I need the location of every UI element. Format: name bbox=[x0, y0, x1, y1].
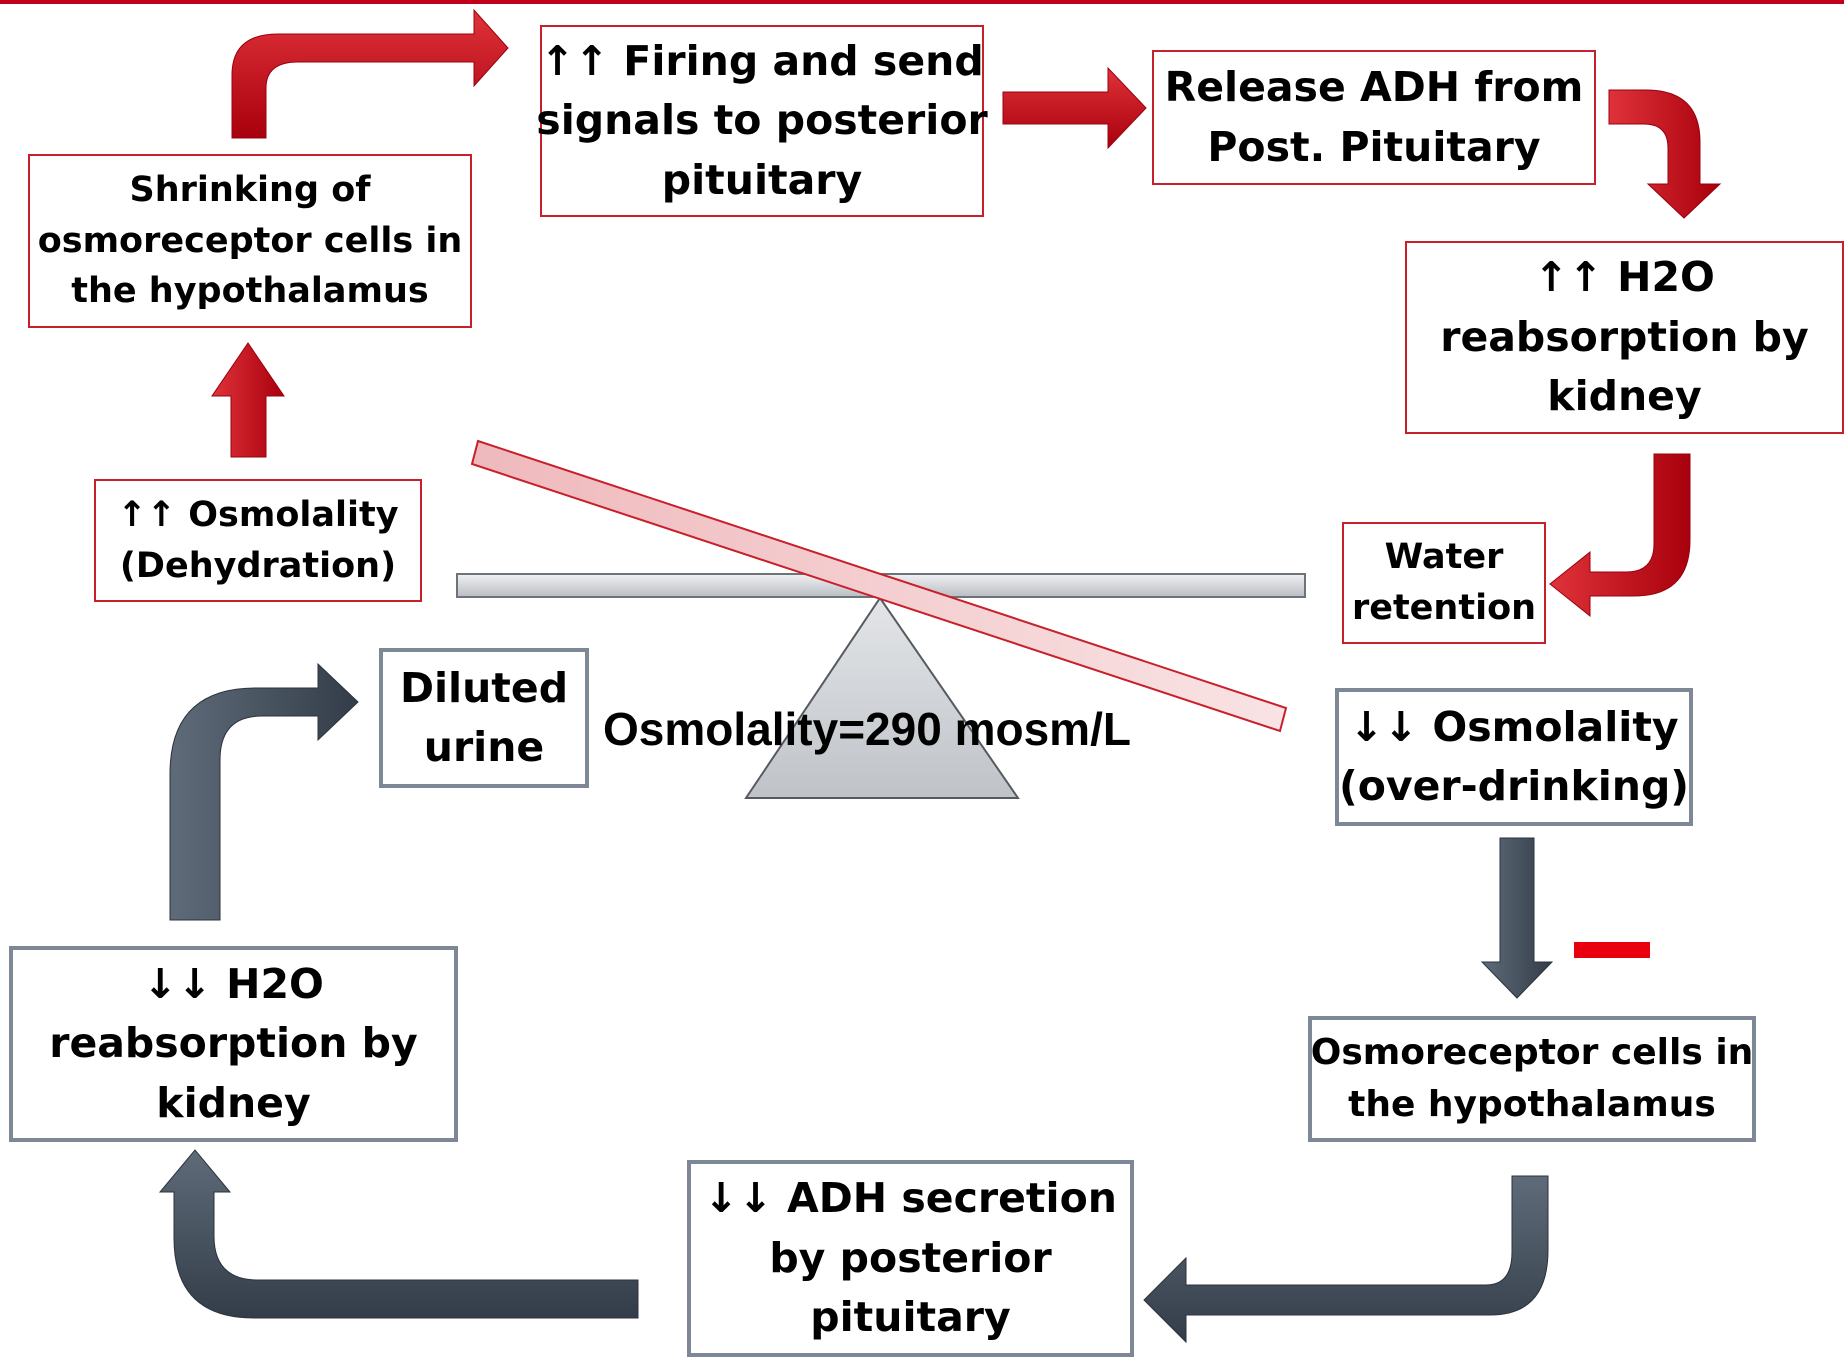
osm-down-line-2: (over-drinking) bbox=[1338, 762, 1690, 810]
release-adh-line-2: Post. Pituitary bbox=[1207, 122, 1541, 171]
diluted-urine-box: Diluted urine bbox=[379, 648, 589, 788]
osm-up-line-1: ↑↑ Osmolality bbox=[117, 494, 399, 535]
osmoreceptor-line-2: the hypothalamus bbox=[1348, 1084, 1716, 1125]
release-adh-line-1: Release ADH from bbox=[1164, 63, 1584, 112]
h2o-down-line-2: reabsorption by bbox=[49, 1019, 418, 1068]
osmolality-down-box: ↓↓ Osmolality (over-drinking) bbox=[1335, 688, 1693, 826]
firing-line-3: pituitary bbox=[661, 155, 863, 204]
shrinking-line-1: Shrinking of bbox=[129, 169, 371, 210]
h2o-up-line-1: ↑↑ H2O bbox=[1534, 253, 1715, 302]
diluted-urine-line-2: urine bbox=[423, 723, 545, 771]
seesaw-tilted-beam bbox=[470, 439, 1288, 733]
red-arrow-osmolality-to-shrinking bbox=[211, 342, 285, 458]
h2o-down-line-3: kidney bbox=[156, 1078, 311, 1127]
firing-line-1: ↑↑ Firing and send bbox=[540, 36, 984, 85]
osmolality-up-box: ↑↑ Osmolality (Dehydration) bbox=[94, 479, 422, 602]
diluted-urine-line-1: Diluted bbox=[399, 663, 569, 712]
shrinking-osmoreceptor-box: Shrinking of osmoreceptor cells in the h… bbox=[28, 154, 472, 328]
osmoreceptor-cells-box: Osmoreceptor cells in the hypothalamus bbox=[1308, 1016, 1756, 1142]
slate-curved-arrow-h2o-down-to-urine bbox=[169, 662, 359, 921]
h2o-up-line-3: kidney bbox=[1547, 372, 1702, 421]
release-adh-box: Release ADH from Post. Pituitary bbox=[1152, 50, 1596, 185]
water-retention-line-1: Water bbox=[1384, 537, 1504, 578]
adh-down-line-2: by posterior bbox=[769, 1233, 1052, 1282]
adh-secretion-down-box: ↓↓ ADH secretion by posterior pituitary bbox=[687, 1160, 1134, 1357]
top-accent-bar bbox=[0, 0, 1844, 4]
osm-down-line-1: ↓↓ Osmolality bbox=[1349, 702, 1679, 751]
h2o-up-line-2: reabsorption by bbox=[1440, 312, 1809, 361]
slate-curved-arrow-osmoreceptor-to-adh bbox=[1143, 1175, 1549, 1344]
adh-down-line-1: ↓↓ ADH secretion bbox=[704, 1174, 1117, 1223]
osm-up-line-2: (Dehydration) bbox=[119, 545, 397, 586]
slate-arrow-osm-down-to-osmoreceptor bbox=[1480, 837, 1554, 999]
osmoreceptor-line-1: Osmoreceptor cells in bbox=[1310, 1031, 1754, 1073]
osmolality-center-label: Osmolality=290 mosm/L bbox=[603, 703, 1131, 755]
firing-line-2: signals to posterior bbox=[536, 96, 988, 145]
red-curved-arrow-h2o-to-retention bbox=[1549, 453, 1691, 618]
red-curved-arrow-shrinking-to-firing bbox=[231, 8, 509, 139]
adh-down-line-3: pituitary bbox=[810, 1293, 1011, 1342]
red-arrow-firing-to-release bbox=[1002, 66, 1147, 150]
h2o-reabsorption-down-box: ↓↓ H2O reabsorption by kidney bbox=[9, 946, 458, 1142]
shrinking-line-2: osmoreceptor cells in bbox=[37, 220, 463, 261]
shrinking-line-3: the hypothalamus bbox=[71, 271, 429, 312]
h2o-reabsorption-up-box: ↑↑ H2O reabsorption by kidney bbox=[1405, 241, 1844, 434]
firing-signals-box: ↑↑ Firing and send signals to posterior … bbox=[536, 25, 988, 217]
slate-curved-arrow-adh-to-h2o-down bbox=[158, 1149, 639, 1319]
inhibition-minus-sign bbox=[1574, 942, 1650, 958]
water-retention-box: Water retention bbox=[1342, 522, 1546, 644]
water-retention-line-2: retention bbox=[1351, 588, 1537, 628]
h2o-down-line-1: ↓↓ H2O bbox=[143, 959, 324, 1008]
seesaw-fulcrum bbox=[744, 596, 1020, 799]
red-curved-arrow-release-to-h2o bbox=[1608, 89, 1722, 219]
